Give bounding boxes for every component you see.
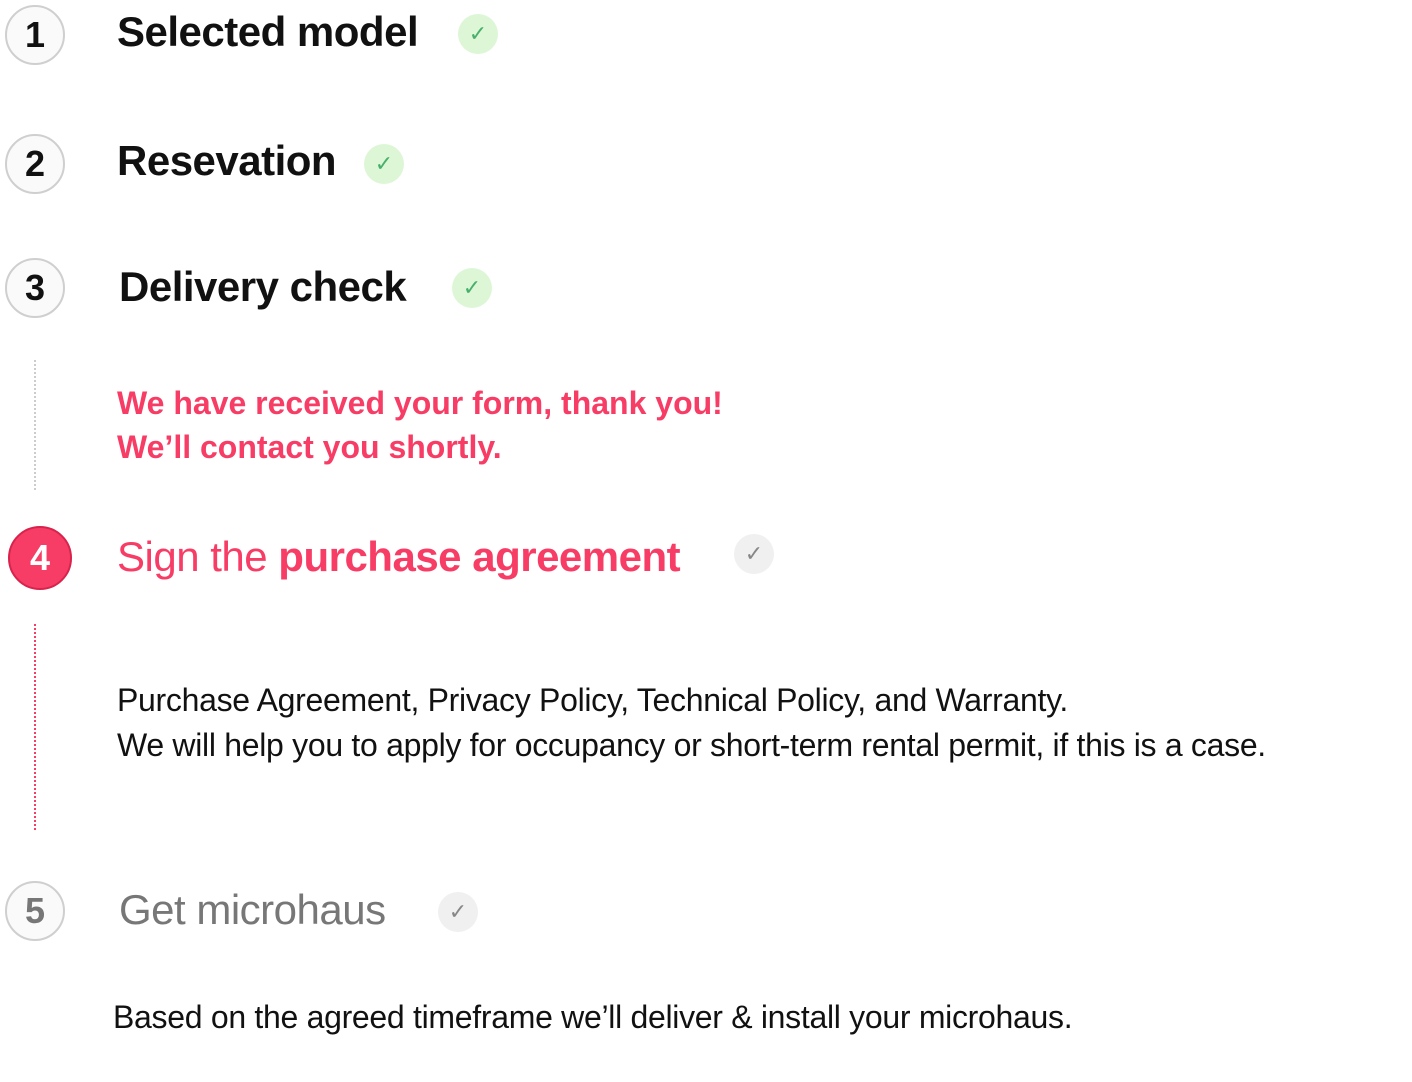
- step-title: Delivery check: [119, 263, 407, 310]
- check-icon: ✓: [452, 268, 492, 308]
- note-line: We’ll contact you shortly.: [117, 429, 502, 465]
- step-number: 3: [5, 258, 65, 318]
- step-title: Selected model: [117, 8, 419, 55]
- note-line: We have received your form, thank you!: [117, 385, 723, 421]
- title-bold: purchase agreement: [278, 533, 681, 580]
- confirmation-note: We have received your form, thank you! W…: [117, 381, 723, 469]
- step-number: 1: [5, 5, 65, 65]
- step-number: 2: [5, 134, 65, 194]
- step-description: Based on the agreed timeframe we’ll deli…: [113, 999, 1073, 1035]
- step-title: Resevation: [117, 137, 337, 184]
- check-icon: ✓: [458, 14, 498, 54]
- check-icon: ✓: [734, 534, 774, 574]
- step-number: 5: [5, 881, 65, 941]
- step-number: 4: [8, 526, 72, 590]
- step-description: Purchase Agreement, Privacy Policy, Tech…: [117, 678, 1266, 768]
- step-title: Sign the purchase agreement: [117, 533, 681, 581]
- description-line: We will help you to apply for occupancy …: [117, 727, 1266, 763]
- description-line: Purchase Agreement, Privacy Policy, Tech…: [117, 682, 1068, 718]
- check-icon: ✓: [438, 892, 478, 932]
- step-title: Get microhaus: [119, 886, 386, 933]
- step-connector: [34, 624, 36, 830]
- check-icon: ✓: [364, 144, 404, 184]
- step-connector: [34, 360, 36, 490]
- title-plain: Sign the: [117, 533, 279, 580]
